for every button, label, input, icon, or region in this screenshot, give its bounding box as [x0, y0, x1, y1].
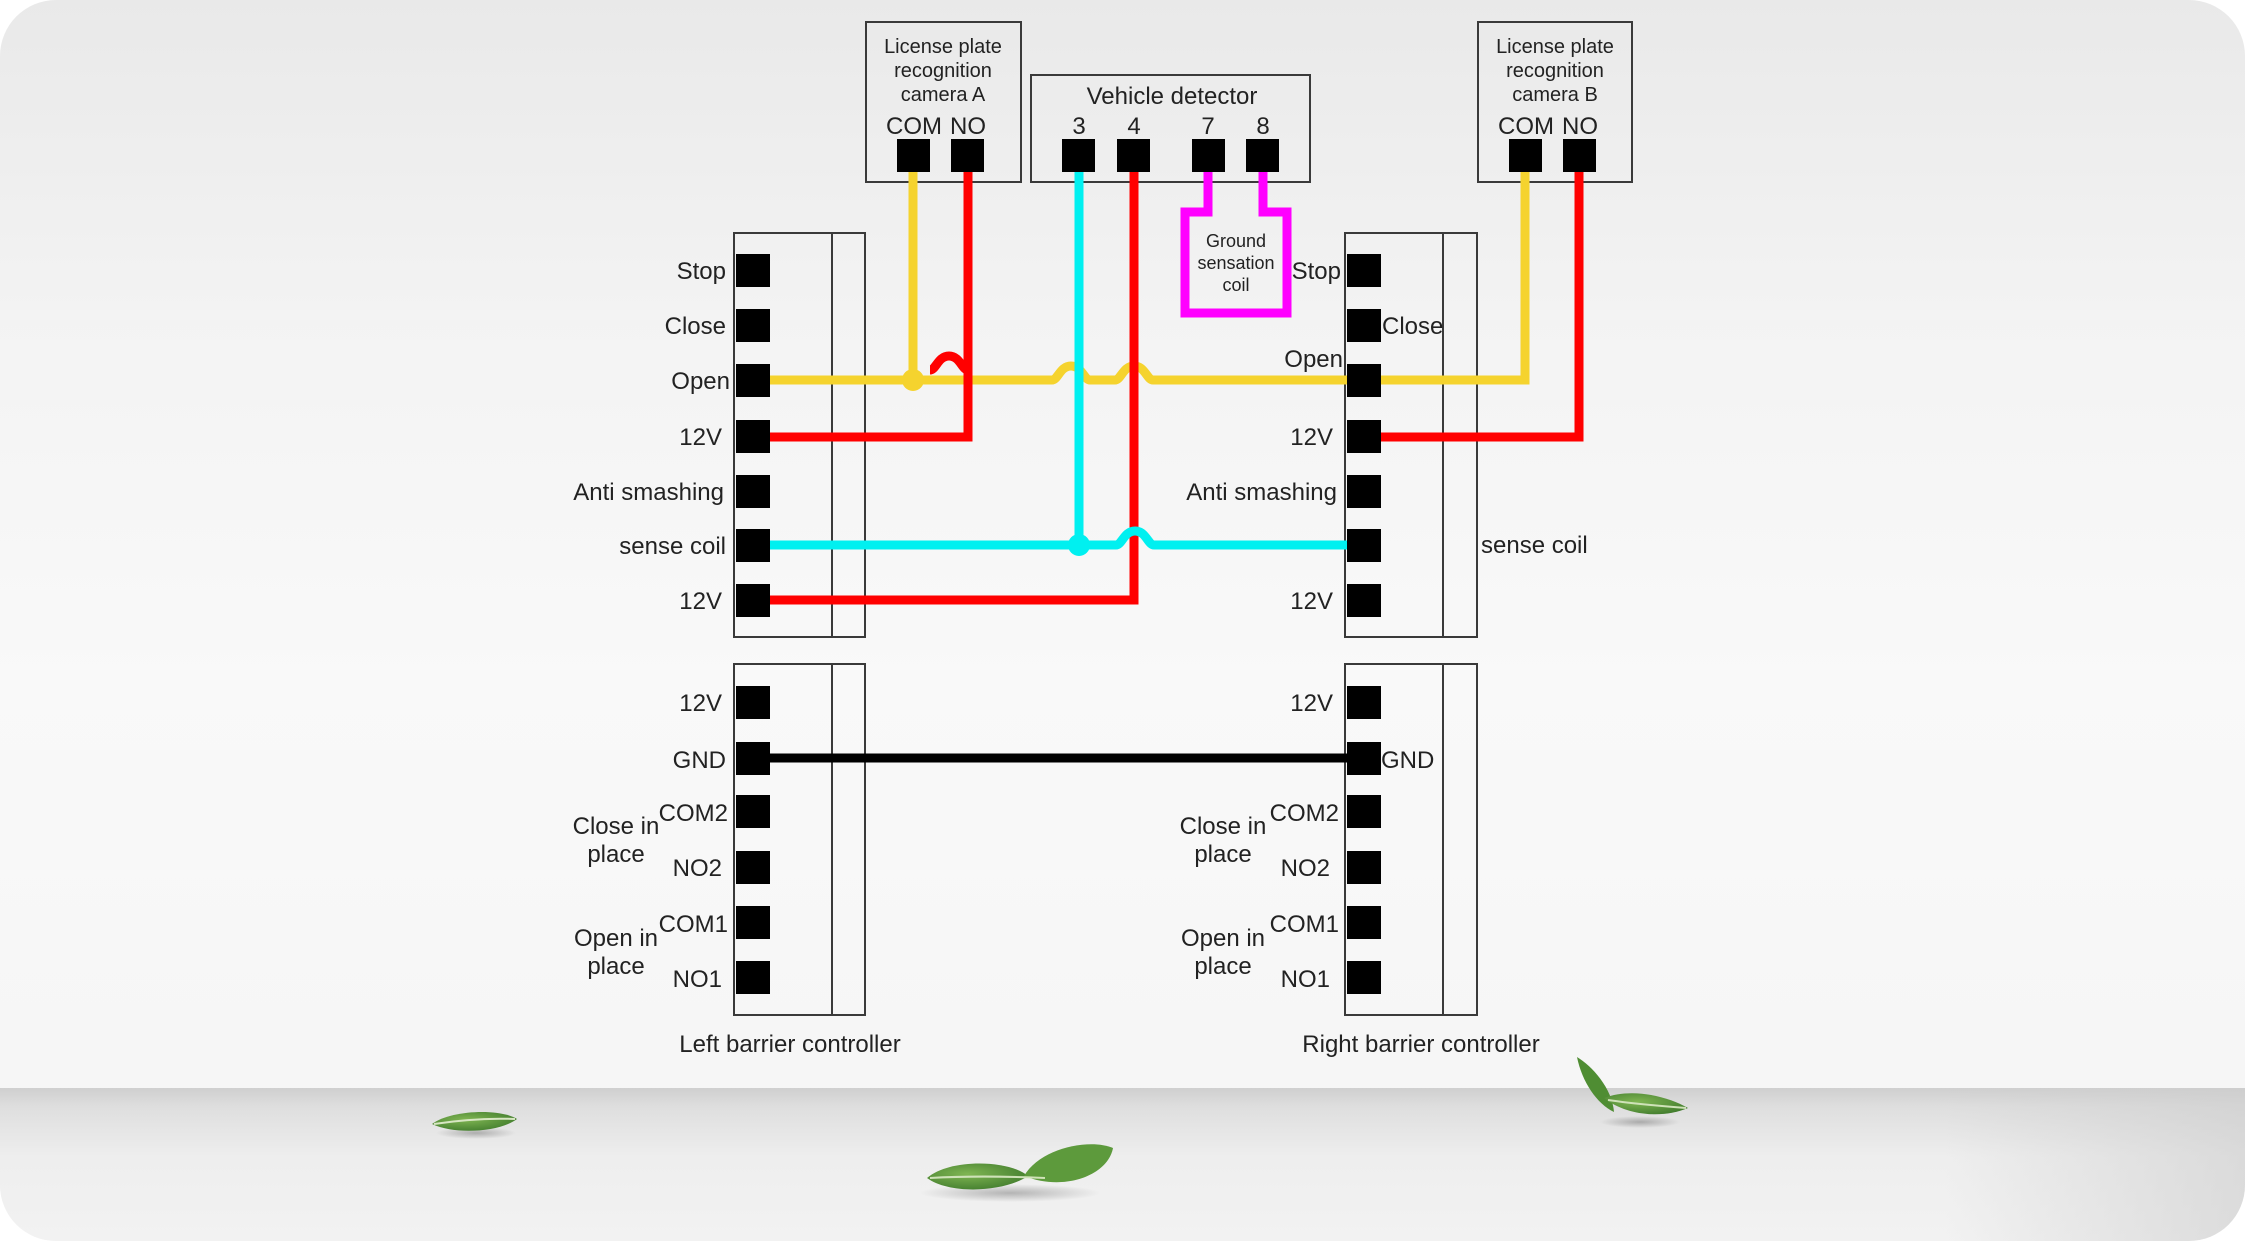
right-controller-caption: Right barrier controller: [1302, 1031, 1539, 1058]
right-lower-12v-label: 12V: [1290, 690, 1333, 717]
right-lower-terminal-block: [1344, 663, 1478, 1016]
right-open-in-place-line1: Open in: [1181, 925, 1265, 952]
camera-a-no-label: NO: [950, 113, 986, 140]
left-com1-label: COM1: [659, 911, 728, 938]
ground-coil-loop-wire: [1180, 160, 1292, 318]
left-gnd-label: GND: [673, 747, 726, 774]
camera-b-com-wire: [1360, 160, 1530, 385]
camera-b-box: [1477, 21, 1633, 183]
leaf-decoration-center: [920, 1144, 1113, 1202]
camera-a-com-label: COM: [886, 113, 942, 140]
right-12v-label-lower: 12V: [1290, 588, 1333, 615]
left-close-label: Close: [665, 313, 726, 340]
camera-b-no-wire: [1362, 160, 1584, 442]
detector-pin-7: 7: [1201, 113, 1214, 140]
left-open-in-place-line2: place: [587, 953, 644, 980]
left-controller-caption: Left barrier controller: [679, 1031, 900, 1058]
camera-b-title-line2: recognition: [1506, 60, 1604, 82]
right-open-in-place-line2: place: [1194, 953, 1251, 980]
left-open-label: Open: [671, 368, 730, 395]
vehicle-detector-title: Vehicle detector: [1087, 83, 1258, 110]
open-signal-wire: [752, 361, 1360, 385]
left-anti-smashing-label: Anti smashing: [573, 479, 724, 506]
terminal-pins: [736, 139, 1596, 994]
right-close-label: Close: [1382, 313, 1443, 340]
left-lower-12v-label: 12V: [679, 690, 722, 717]
leaf-decoration-right: [1577, 1057, 1688, 1128]
detector-pin4-12v-wire: [752, 160, 1139, 605]
left-stop-label: Stop: [677, 258, 726, 285]
left-close-in-place-line2: place: [587, 841, 644, 868]
detector-pin-8: 8: [1256, 113, 1269, 140]
left-12v-label-upper: 12V: [679, 424, 722, 451]
right-close-in-place-line1: Close in: [1180, 813, 1267, 840]
left-close-in-place-line1: Close in: [573, 813, 660, 840]
right-anti-smashing-label: Anti smashing: [1186, 479, 1337, 506]
camera-a-box: [865, 21, 1022, 183]
sense-coil-wire: [752, 526, 1360, 550]
right-open-label: Open: [1284, 346, 1343, 373]
detector-pin-3: 3: [1072, 113, 1085, 140]
camera-b-title-line1: License plate: [1496, 36, 1614, 58]
ground-coil-label-line2: sensation: [1197, 253, 1274, 273]
ground-coil-label-line3: coil: [1222, 275, 1249, 295]
right-12v-label-upper: 12V: [1290, 424, 1333, 451]
camera-a-title-line2: recognition: [894, 60, 992, 82]
floor-surface: [0, 1088, 2245, 1241]
right-close-in-place-line2: place: [1194, 841, 1251, 868]
camera-b-no-label: NO: [1562, 113, 1598, 140]
right-no2-label: NO2: [1281, 855, 1330, 882]
left-no2-label: NO2: [673, 855, 722, 882]
camera-a-title-line1: License plate: [884, 36, 1002, 58]
left-open-in-place-line1: Open in: [574, 925, 658, 952]
camera-a-no-wire: [752, 160, 973, 442]
ground-coil-label-line1: Ground: [1206, 231, 1266, 251]
detector-pin-4: 4: [1127, 113, 1140, 140]
camera-b-com-label: COM: [1498, 113, 1554, 140]
right-com2-label: COM2: [1270, 800, 1339, 827]
right-stop-label: Stop: [1292, 258, 1341, 285]
left-no1-label: NO1: [673, 966, 722, 993]
open-junction-dot: [902, 369, 924, 391]
left-com2-label: COM2: [659, 800, 728, 827]
leaf-decoration-left: [432, 1111, 517, 1139]
sense-coil-junction-dot: [1068, 534, 1090, 556]
left-sense-coil-label: sense coil: [619, 533, 726, 560]
camera-b-title-line3: camera B: [1512, 84, 1598, 106]
right-sense-coil-label: sense coil: [1481, 532, 1588, 559]
right-gnd-label: GND: [1381, 747, 1434, 774]
camera-a-title-line3: camera A: [901, 84, 986, 106]
left-12v-label-lower: 12V: [679, 588, 722, 615]
left-lower-terminal-block: [733, 663, 866, 1016]
vehicle-detector-box: [1030, 74, 1311, 183]
right-no1-label: NO1: [1281, 966, 1330, 993]
right-com1-label: COM1: [1270, 911, 1339, 938]
